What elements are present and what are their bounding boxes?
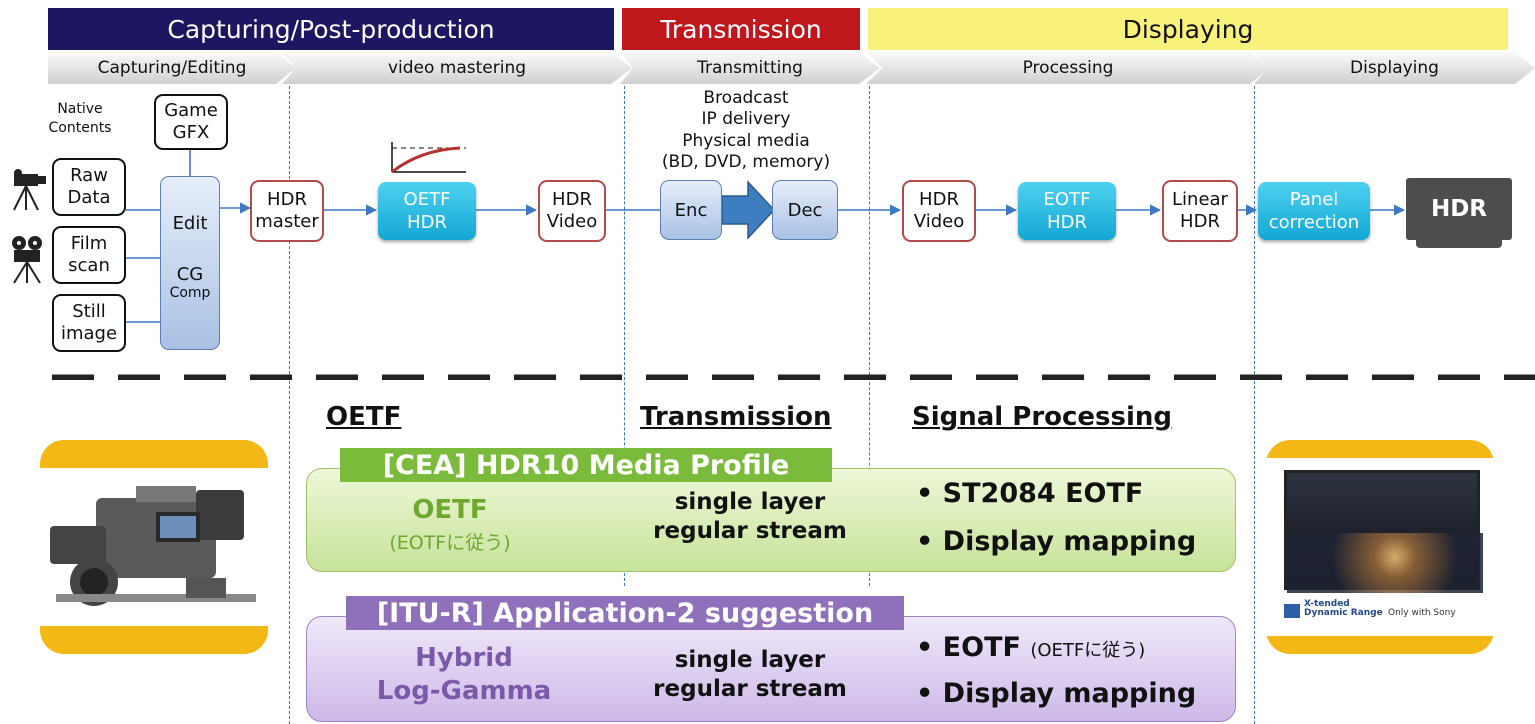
phase-capture: Capturing/Post-production (48, 8, 614, 50)
tv-screen-image (1284, 470, 1483, 593)
oetf-curve-icon (391, 142, 466, 174)
stage-processing: Processing (866, 52, 1270, 84)
hdr10-oetf-note: (EOTFに従う) (389, 532, 511, 554)
hdr10-oetf: OETF (412, 495, 488, 525)
tv-label: HDR (1406, 178, 1512, 240)
film-camera-icon (8, 235, 48, 285)
phase-transmission: Transmission (622, 8, 860, 50)
hdr10-bullet-mapping: • Display mapping (916, 526, 1197, 557)
encoder-box: Enc (660, 180, 722, 240)
delivery-methods: Broadcast IP delivery Physical media (BD… (661, 88, 831, 172)
separator-3 (869, 86, 870, 586)
hdr10-tag: [CEA] HDR10 Media Profile (340, 448, 832, 482)
separator-4 (1254, 86, 1255, 724)
camera-thumbnail (36, 440, 272, 654)
decoder-box: Dec (772, 180, 838, 240)
hlg-panel (306, 616, 1236, 722)
stage-video-mastering: video mastering (282, 52, 632, 84)
xdr-logo-icon (1284, 604, 1300, 618)
pipeline-connectors (52, 142, 1535, 380)
tv-icon: HDR (1406, 178, 1512, 250)
stage-capturing-editing: Capturing/Editing (48, 52, 296, 84)
phase-display: Displaying (868, 8, 1508, 50)
hlg-bullet-mapping: • Display mapping (916, 678, 1197, 709)
heading-oetf: OETF (326, 402, 402, 432)
enc-dec-arrow (721, 180, 776, 240)
xdr-tagline: Only with Sony (1388, 608, 1456, 618)
hlg-bullet-eotf: • EOTF (OETFに従う) (916, 632, 1146, 663)
edit-cg-comp-box: Edit CG Comp (160, 176, 220, 350)
stage-transmitting: Transmitting (620, 52, 880, 84)
cinema-camera-icon (50, 486, 256, 606)
separator-2 (624, 86, 625, 586)
camera-icon (8, 168, 48, 212)
heading-signal-processing: Signal Processing (912, 402, 1173, 432)
hdr10-panel (306, 468, 1236, 572)
separator-1 (289, 86, 290, 724)
heading-transmission: Transmission (640, 402, 832, 432)
hlg-tag: [ITU-R] Application-2 suggestion (346, 596, 904, 630)
hdr10-bullet-eotf: • ST2084 EOTF (916, 478, 1144, 509)
stage-displaying: Displaying (1254, 52, 1535, 84)
